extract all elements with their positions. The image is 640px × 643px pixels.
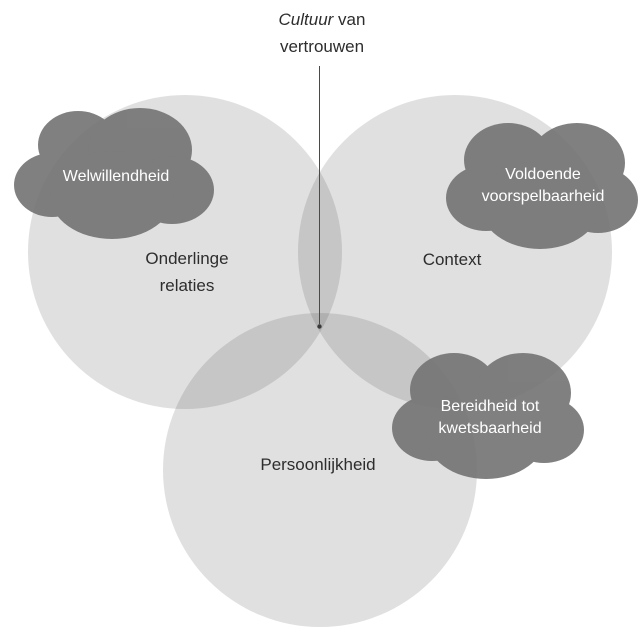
label-onderlinge-relaties-line2: relaties <box>159 276 215 295</box>
label-context: Context <box>422 250 482 269</box>
cloud-shape-voorspelbaarheid <box>446 123 638 249</box>
diagram-title: Cultuur van vertrouwen <box>222 6 422 60</box>
cloud-label-kwetsbaarheid-line1: Bereidheid tot <box>440 398 540 415</box>
title-connector <box>317 66 322 329</box>
label-onderlinge-relaties-line1: Onderlinge <box>145 249 229 268</box>
diagram-title-line2: vertrouwen <box>279 37 365 56</box>
connector-endpoint-dot <box>317 324 322 329</box>
cloud-shape-welwillendheid <box>14 108 214 239</box>
cloud-label-welwillendheid: Welwillendheid <box>62 168 170 185</box>
title-word-van: van <box>333 10 366 29</box>
circle-persoonlijkheid <box>163 313 477 627</box>
cloud-label-voorspelbaarheid-line1: Voldoende <box>505 166 581 183</box>
cloud-label-voorspelbaarheid-line2: voorspelbaarheid <box>481 188 605 205</box>
cloud-label-kwetsbaarheid: Bereidheid tot kwetsbaarheid <box>438 396 541 440</box>
cloud-shape-kwetsbaarheid <box>392 353 584 479</box>
diagram-title-line1: Cultuur van <box>222 6 422 33</box>
label-persoonlijkheid: Persoonlijkheid <box>260 455 376 474</box>
cloud-label-kwetsbaarheid-line2: kwetsbaarheid <box>438 420 542 437</box>
title-word-cultuur: Cultuur <box>278 10 334 29</box>
label-onderlinge-relaties: Onderlinge relaties <box>145 245 228 299</box>
cloud-label-voorspelbaarheid: Voldoende voorspelbaarheid <box>482 164 605 208</box>
